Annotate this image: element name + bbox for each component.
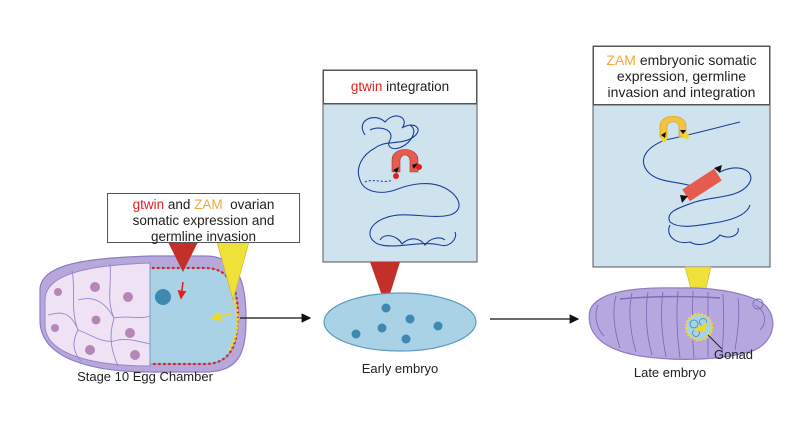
gtwin-pointer xyxy=(168,242,198,272)
dna-strand-1 xyxy=(357,115,460,247)
egg-chamber xyxy=(39,255,247,373)
egg-chamber-caption: Stage 10 Egg Chamber xyxy=(77,369,213,384)
gtwin-invasion-arrow xyxy=(177,281,187,300)
gtwin-integration-title: gtwin integration xyxy=(323,70,477,104)
callout-line-2: somatic expression and xyxy=(132,213,275,228)
nurse-cell-nuclei xyxy=(51,282,140,360)
gtwin-follicle-expression xyxy=(152,266,240,366)
zam-magnet-icon xyxy=(659,115,689,142)
callout-text: embryonic somatic xyxy=(635,52,757,68)
callout-text: and xyxy=(164,197,195,212)
dna-strand-2 xyxy=(643,121,752,245)
gonad xyxy=(684,312,714,342)
late-embryo-caption: Late embryo xyxy=(633,365,707,380)
gtwin-term: gtwin xyxy=(350,79,383,94)
callout-text: integration xyxy=(382,79,450,94)
callout-line-2: expression, germline xyxy=(616,68,747,84)
gonad-label: Gonad xyxy=(714,347,754,362)
callout-text: ovarian xyxy=(222,197,275,212)
zam-term: ZAM xyxy=(606,52,636,68)
late-embryo xyxy=(588,287,774,360)
zam-invasion-arrow xyxy=(210,310,233,322)
gtwin-magnet-icon xyxy=(391,149,422,179)
gtwin-integration-panel xyxy=(322,103,478,263)
callout-line-1: gtwin and ZAM ovarian xyxy=(108,197,299,213)
callout-line-3: germline invasion xyxy=(150,229,257,244)
zam-term: ZAM xyxy=(194,197,223,212)
zam-posterior-expression xyxy=(227,295,239,351)
gtwin-term: gtwin xyxy=(132,197,165,212)
early-embryo xyxy=(323,292,477,352)
pole-cells xyxy=(351,303,443,344)
callout-line-1: ZAM embryonic somatic xyxy=(594,52,769,68)
zam-integration-title: ZAM embryonic somatic expression, germli… xyxy=(593,46,770,105)
integrated-zam-insert xyxy=(680,165,722,203)
early-embryo-pointer xyxy=(370,262,400,307)
nurse-cell-membranes xyxy=(47,263,151,367)
nurse-cells xyxy=(44,262,151,367)
callout-line-3: invasion and integration xyxy=(607,84,756,100)
gonad-leader-line xyxy=(707,334,723,350)
early-embryo-caption: Early embryo xyxy=(361,361,439,376)
ovarian-expression-callout: gtwin and ZAM ovarian somatic expression… xyxy=(107,193,300,244)
oocyte-nucleus xyxy=(155,289,171,305)
